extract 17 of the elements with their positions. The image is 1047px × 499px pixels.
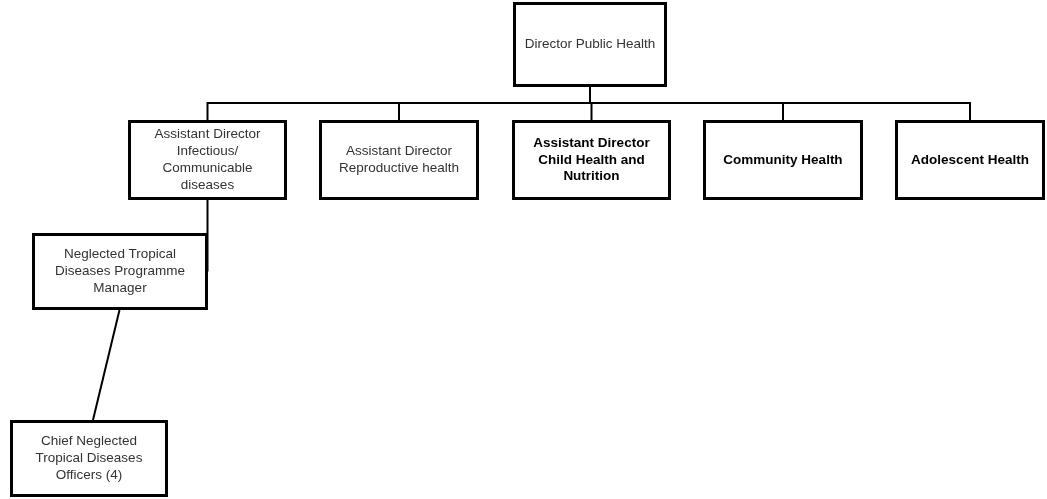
box-label: Director Public Health [524, 36, 656, 53]
box-label: Adolescent Health [911, 151, 1029, 169]
box-label: Neglected Tropical Diseases Programme Manager [54, 246, 186, 297]
org-box [512, 120, 671, 200]
box-label: Chief Neglected Tropical Diseases Officers (4) [34, 433, 144, 484]
box-label: Assistant Director Reproductive health [337, 143, 461, 177]
org-box [513, 2, 667, 87]
org-box [703, 120, 863, 200]
org-box [32, 233, 208, 310]
box-label: Assistant Director Infectious/ Communicable diseases [153, 126, 262, 194]
box-label: Community Health [723, 151, 843, 169]
org-box [895, 120, 1045, 200]
box-label: Assistant Director Child Health and Nutrition [532, 134, 651, 186]
org-box [10, 420, 168, 497]
connector-line [92, 309, 121, 421]
org-box [319, 120, 479, 200]
org-box [128, 120, 287, 200]
